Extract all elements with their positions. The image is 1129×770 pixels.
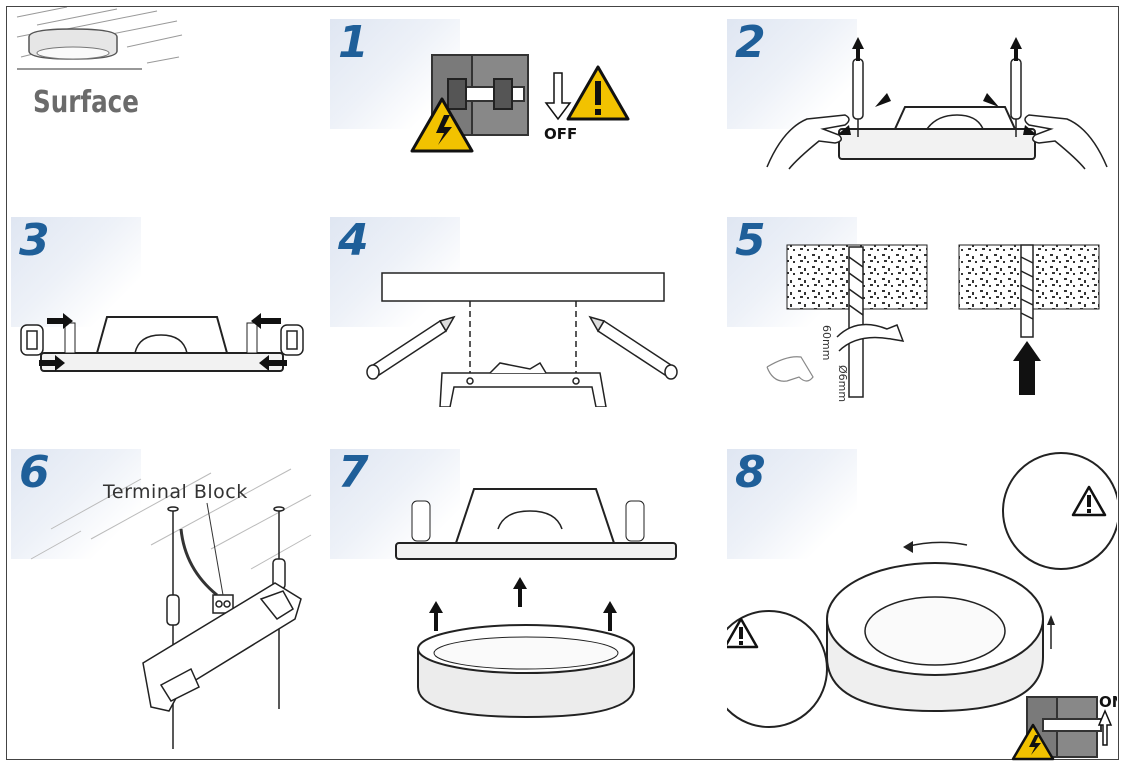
step-1-panel: 1 OFF [330, 19, 710, 189]
drill-plug-illustration: 60mm Ø6mm [766, 244, 1100, 402]
mount-type-label: Surface [33, 85, 139, 120]
screwdriver-icon [852, 58, 1022, 137]
wiring-illustration [30, 468, 312, 749]
mounting-bracket-icon [142, 582, 302, 712]
attach-clips-illustration [20, 313, 304, 372]
step-number: 8 [735, 447, 766, 498]
wall-plug-icon [1020, 244, 1034, 338]
arrow-icon [837, 37, 1037, 135]
light-fixture-icon [395, 488, 677, 560]
mounting-bracket-icon [439, 361, 607, 407]
terminal-block-label: Terminal Block [103, 481, 248, 503]
step-4-panel: 4 [330, 217, 710, 407]
surface-mount-illustration [16, 7, 183, 70]
hand-icon [766, 114, 1108, 170]
remove-clips-illustration [766, 37, 1108, 170]
circuit-breaker-icon [431, 54, 529, 136]
light-fixture-icon [838, 106, 1036, 160]
step-number: 2 [735, 17, 766, 68]
cover-ring-icon [417, 624, 635, 719]
high-voltage-warning-icon [1011, 723, 1055, 761]
step-3-panel: 3 [11, 217, 311, 407]
zoom-detail-icon [727, 452, 1117, 728]
step-8-panel: 8 [727, 449, 1117, 761]
arrow-up-icon [1013, 341, 1041, 395]
surface-header: Surface [7, 7, 307, 197]
step-number: 6 [19, 447, 50, 498]
step-number: 3 [19, 215, 50, 266]
drill-icon [836, 246, 905, 398]
step-number: 5 [735, 215, 766, 266]
mark-holes-illustration [366, 272, 678, 407]
arrow-down-icon [544, 72, 572, 121]
hand-icon [766, 356, 814, 382]
caution-warning-icon [727, 485, 1107, 649]
arrow-up-icon [429, 577, 617, 631]
step-7-panel: 7 [330, 449, 710, 761]
step-2-panel: 2 [727, 19, 1117, 189]
light-fixture-icon [40, 316, 284, 372]
twist-lock-illustration: ON [727, 452, 1117, 761]
wire-icon [179, 528, 218, 597]
circuit-breaker-icon [1026, 696, 1102, 758]
pencil-icon [366, 315, 678, 380]
step-number: 1 [338, 17, 369, 68]
off-label: OFF [544, 125, 577, 143]
attach-cover-illustration [395, 488, 677, 719]
depth-label: 60mm [820, 325, 833, 360]
on-label: ON [1099, 693, 1117, 711]
arrow-up-icon [1097, 709, 1113, 746]
breaker-off-illustration: OFF [410, 54, 630, 153]
diameter-label: Ø6mm [836, 365, 849, 402]
spring-clip-icon [20, 324, 304, 356]
step-6-panel: 6 Terminal Block [11, 449, 321, 761]
light-fixture-icon [28, 28, 118, 60]
ceiling-icon [381, 272, 665, 302]
arrow-icon [39, 313, 287, 371]
step-number: 7 [338, 447, 369, 498]
step-5-panel: 5 60mm Ø6mm [727, 217, 1117, 407]
light-fixture-icon [826, 562, 1044, 713]
instruction-sheet: Surface 1 OFF [6, 6, 1119, 761]
high-voltage-warning-icon [410, 97, 474, 153]
caution-warning-icon [566, 65, 630, 121]
terminal-block-icon [212, 594, 234, 614]
rotate-arrow-icon [904, 541, 968, 548]
step-number: 4 [338, 215, 369, 266]
